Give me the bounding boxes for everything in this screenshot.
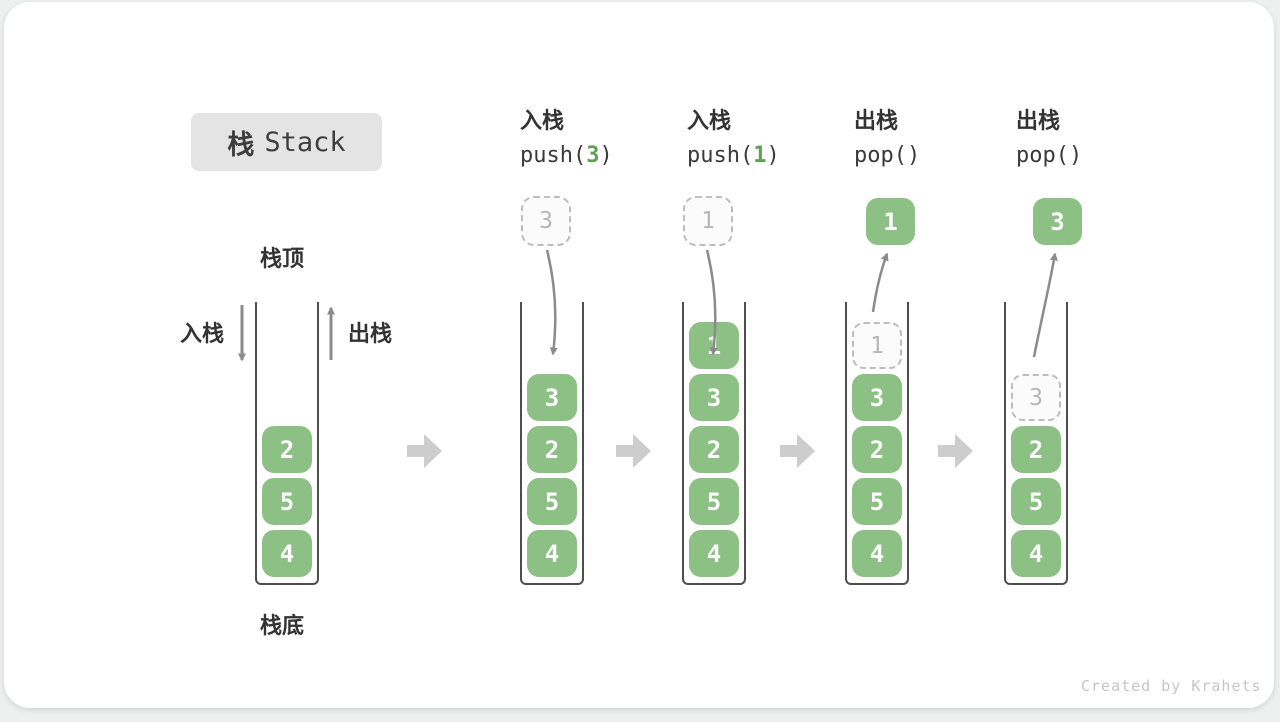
transition-arrow-icon bbox=[938, 434, 973, 468]
code-post: ) bbox=[766, 143, 780, 168]
code-post: ) bbox=[906, 143, 921, 168]
code-arg: 1 bbox=[753, 143, 767, 168]
operation-code: pop() bbox=[1016, 145, 1156, 167]
stack-item: 4 bbox=[852, 530, 902, 577]
code-pre: push( bbox=[687, 143, 754, 168]
title-en: Stack bbox=[264, 126, 346, 158]
operation-code: pop() bbox=[854, 145, 994, 167]
code-pre: push( bbox=[520, 143, 587, 168]
title-cn: 栈 bbox=[227, 129, 255, 160]
stack-item: 4 bbox=[527, 530, 577, 577]
code-post: ) bbox=[1068, 143, 1083, 168]
floating-popped-value: 3 bbox=[1033, 198, 1082, 245]
stack-item: 2 bbox=[852, 426, 902, 473]
stack-item: 4 bbox=[689, 530, 739, 577]
transition-arrow-icon bbox=[616, 434, 651, 468]
diagram-card: 栈 Stack 栈顶 栈底 入栈 出栈 入栈 push(3) 入栈 push(1… bbox=[4, 2, 1274, 708]
ghost-removed-item: 1 bbox=[852, 322, 902, 369]
stack-item: 5 bbox=[262, 478, 312, 525]
stack-item: 5 bbox=[1011, 478, 1061, 525]
watermark: Created by Krahets bbox=[1081, 677, 1262, 695]
operation-label-pop-2: 出栈 pop() bbox=[1016, 110, 1156, 167]
transition-arrow-icon bbox=[407, 434, 442, 468]
stack-item: 5 bbox=[689, 478, 739, 525]
code-pre: pop( bbox=[1016, 143, 1069, 168]
floating-pushed-value: 1 bbox=[683, 196, 733, 246]
stack-item: 5 bbox=[852, 478, 902, 525]
code-post: ) bbox=[599, 143, 613, 168]
stack-top-label: 栈顶 bbox=[260, 246, 305, 271]
operation-cn: 入栈 bbox=[520, 108, 565, 133]
diagram-title: 栈 Stack bbox=[191, 113, 382, 171]
code-pre: pop( bbox=[854, 143, 907, 168]
stack-item: 3 bbox=[689, 374, 739, 421]
operation-cn: 入栈 bbox=[687, 108, 732, 133]
pop-side-label: 出栈 bbox=[348, 321, 393, 346]
operation-code: push(1) bbox=[687, 145, 827, 167]
ghost-removed-item: 3 bbox=[1011, 374, 1061, 421]
stack-item: 2 bbox=[527, 426, 577, 473]
floating-pushed-value: 3 bbox=[521, 196, 571, 246]
stack-item: 2 bbox=[689, 426, 739, 473]
stack-item: 2 bbox=[262, 426, 312, 473]
stack-item: 4 bbox=[1011, 530, 1061, 577]
stack-bottom-label: 栈底 bbox=[260, 613, 305, 638]
stack-item: 3 bbox=[527, 374, 577, 421]
push-side-label: 入栈 bbox=[180, 321, 225, 346]
stack-item: 5 bbox=[527, 478, 577, 525]
stack-item: 1 bbox=[689, 322, 739, 369]
operation-label-pop-1: 出栈 pop() bbox=[854, 110, 994, 167]
transition-arrow-icon bbox=[780, 434, 815, 468]
operation-label-push-1: 入栈 push(1) bbox=[687, 110, 827, 167]
stack-item: 2 bbox=[1011, 426, 1061, 473]
operation-cn: 出栈 bbox=[854, 108, 899, 133]
operation-cn: 出栈 bbox=[1016, 108, 1061, 133]
floating-popped-value: 1 bbox=[866, 198, 915, 245]
operation-label-push-3: 入栈 push(3) bbox=[520, 110, 660, 167]
stack-item: 4 bbox=[262, 530, 312, 577]
stack-item: 3 bbox=[852, 374, 902, 421]
operation-code: push(3) bbox=[520, 145, 660, 167]
code-arg: 3 bbox=[586, 143, 600, 168]
